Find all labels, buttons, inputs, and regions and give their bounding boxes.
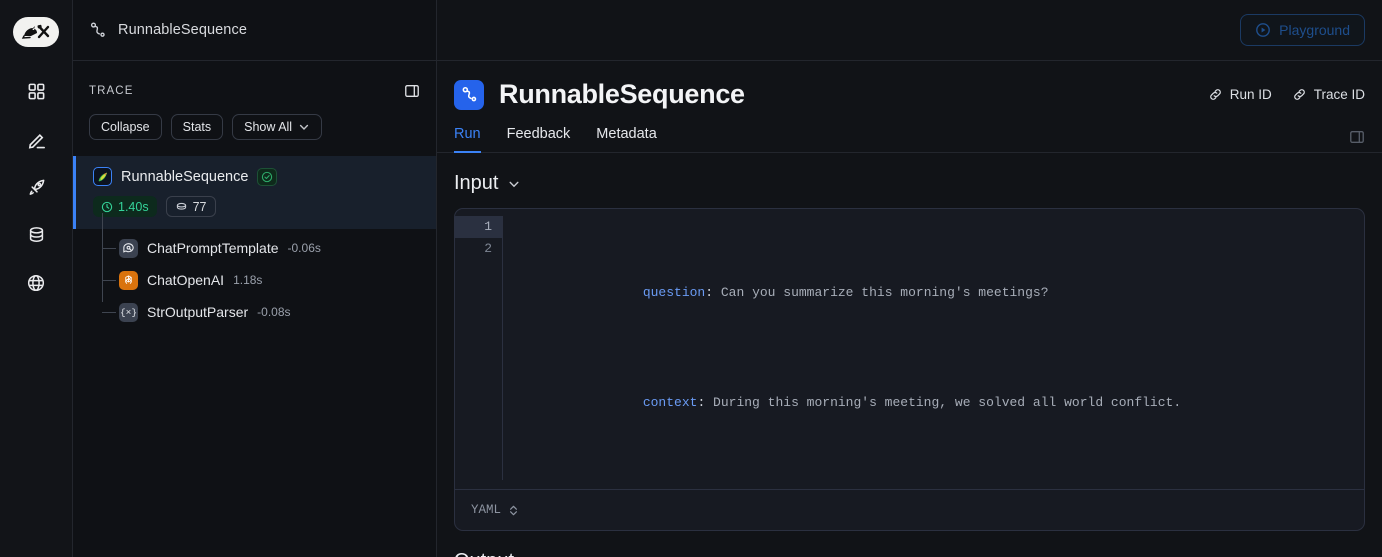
tokens-value: 77 <box>192 199 207 214</box>
stats-button[interactable]: Stats <box>170 114 224 140</box>
trace-panel: RunnableSequence TRACE Collapse Stats <box>73 0 437 557</box>
language-label: YAML <box>471 503 502 517</box>
chevron-down-icon <box>507 177 521 191</box>
duration-badge: 1.40s <box>93 196 157 217</box>
run-title-row: RunnableSequence Run ID <box>437 61 1382 110</box>
play-circle-icon <box>1255 22 1271 38</box>
trace-id-label: Trace ID <box>1313 87 1365 102</box>
panel-right-icon[interactable] <box>404 83 420 99</box>
collapse-button[interactable]: Collapse <box>89 114 162 140</box>
panel-right-icon[interactable] <box>1349 129 1365 152</box>
braces-icon: {×} <box>119 302 138 322</box>
show-all-dropdown[interactable]: Show All <box>232 114 323 140</box>
trace-toolbar: Collapse Stats Show All <box>89 114 420 140</box>
input-heading-label: Input <box>454 172 499 194</box>
tab-run-label: Run <box>454 126 481 142</box>
input-code-block[interactable]: 1 2 question: Can you summarize this mor… <box>454 208 1365 531</box>
playground-button[interactable]: Playground <box>1240 14 1365 46</box>
output-heading[interactable]: Output <box>454 531 1365 557</box>
output-heading-label: Output <box>454 550 514 557</box>
trace-node-chatprompttemplate[interactable]: ChatPromptTemplate -0.06s <box>73 232 436 264</box>
line-number: 1 <box>455 216 502 238</box>
code-content: question: Can you summarize this morning… <box>503 216 1364 480</box>
main-content: Playground RunnableSequence <box>437 0 1382 557</box>
tab-feedback[interactable]: Feedback <box>507 120 571 153</box>
tab-run[interactable]: Run <box>454 120 481 153</box>
left-nav-rail <box>0 0 73 557</box>
rocket-icon[interactable] <box>18 169 54 205</box>
link-icon <box>1208 87 1223 102</box>
code-line: question: Can you summarize this morning… <box>518 260 1364 326</box>
trace-children: ChatPromptTemplate -0.06s <box>73 213 436 328</box>
code-gutter: 1 2 <box>455 216 503 480</box>
yaml-key: question <box>642 285 706 300</box>
trace-tree: RunnableSequence <box>73 156 436 328</box>
yaml-key: context <box>642 395 698 410</box>
run-id-label: Run ID <box>1229 87 1272 102</box>
output-section: Output Based on the given context, it se… <box>437 531 1382 557</box>
trace-header: TRACE Collapse Stats Show All <box>73 61 436 156</box>
tab-feedback-label: Feedback <box>506 126 571 142</box>
yaml-colon: : <box>705 285 714 300</box>
chat-bubble-icon <box>119 238 138 258</box>
trace-child-label: ChatPromptTemplate <box>147 240 279 256</box>
main-topbar: Playground <box>437 0 1382 61</box>
flow-square-icon <box>454 79 484 110</box>
tokens-icon <box>175 200 188 213</box>
pencil-icon[interactable] <box>18 121 54 157</box>
breadcrumb[interactable]: RunnableSequence <box>73 0 436 61</box>
run-id-button[interactable]: Run ID <box>1208 87 1272 102</box>
trace-child-duration: -0.08s <box>257 305 291 319</box>
clock-icon <box>101 201 113 213</box>
input-section: Input 1 2 <box>437 153 1382 531</box>
link-icon <box>1292 87 1307 102</box>
language-selector[interactable]: YAML <box>455 489 1364 530</box>
trace-id-button[interactable]: Trace ID <box>1292 87 1365 102</box>
chevron-up-down-icon <box>508 504 519 517</box>
tokens-badge: 77 <box>165 196 216 217</box>
parrot-icon <box>93 167 112 186</box>
stats-button-label: Stats <box>182 120 212 134</box>
trace-node-chatopenai[interactable]: ChatOpenAI 1.18s <box>73 264 436 296</box>
trace-child-duration: -0.06s <box>287 241 321 255</box>
tab-metadata[interactable]: Metadata <box>596 120 656 153</box>
check-circle-icon <box>257 167 278 186</box>
openai-icon <box>119 270 138 290</box>
trace-node-stroutputparser[interactable]: {×} StrOutputParser -0.08s <box>73 296 436 328</box>
run-view: RunnableSequence Run ID <box>437 61 1382 557</box>
run-tabs: Run Feedback Metadata <box>437 120 1382 153</box>
line-number: 2 <box>484 241 492 256</box>
trace-child-duration: 1.18s <box>233 273 263 287</box>
run-id-actions: Run ID Trace ID <box>1208 87 1365 102</box>
duration-value: 1.40s <box>118 199 149 214</box>
breadcrumb-label: RunnableSequence <box>118 22 247 38</box>
input-heading[interactable]: Input <box>454 153 1365 208</box>
trace-node-runnablesequence[interactable]: RunnableSequence <box>73 156 436 229</box>
globe-icon[interactable] <box>18 265 54 301</box>
trace-child-label: StrOutputParser <box>147 304 249 320</box>
yaml-value: During this morning's meeting, we solved… <box>705 395 1182 410</box>
show-all-label: Show All <box>244 120 293 134</box>
code-line: context: During this morning's meeting, … <box>518 370 1364 436</box>
flow-icon <box>89 21 107 39</box>
tab-metadata-label: Metadata <box>596 126 657 142</box>
trace-node-label: RunnableSequence <box>121 168 249 185</box>
langsmith-logo[interactable] <box>13 17 59 47</box>
playground-label: Playground <box>1279 22 1350 38</box>
chevron-down-icon <box>298 121 310 133</box>
trace-child-label: ChatOpenAI <box>147 272 225 288</box>
yaml-value: Can you summarize this morning's meeting… <box>713 285 1049 300</box>
grid-icon[interactable] <box>18 73 54 109</box>
page-title: RunnableSequence <box>499 79 745 109</box>
yaml-colon: : <box>697 395 706 410</box>
trace-section-label: TRACE <box>89 85 134 97</box>
database-icon[interactable] <box>18 217 54 253</box>
collapse-button-label: Collapse <box>101 120 150 134</box>
